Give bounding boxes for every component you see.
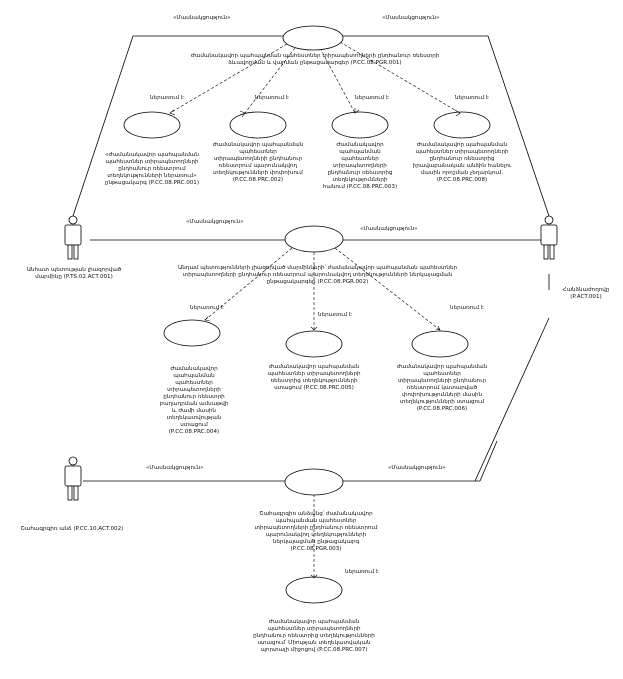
arrowhead bbox=[354, 108, 360, 114]
usecase-label-prc002: Ժամանակավոր պահպանման պահեստներ տիրապետո… bbox=[212, 142, 304, 183]
stereotype-label: «Մասնակցություն» bbox=[146, 465, 204, 471]
association-line bbox=[479, 440, 498, 482]
arrowhead bbox=[310, 326, 318, 331]
include-label: ներառում է bbox=[455, 95, 489, 101]
association-line bbox=[72, 35, 134, 217]
arrowhead bbox=[435, 325, 441, 331]
include-label: ներառում է bbox=[318, 312, 352, 318]
usecase-ellipse-prc005 bbox=[285, 330, 343, 358]
usecase-ellipse-prc007 bbox=[285, 576, 343, 604]
usecase-label-prc005: Ժամանակավոր պահպանման պահեստներ տիրապետո… bbox=[267, 364, 361, 391]
usecase-label-prc003: Ժամանակավոր պահպանման պահեստներ տիրապետո… bbox=[322, 142, 398, 190]
arrowhead bbox=[454, 109, 461, 117]
usecase-ellipse-prc008 bbox=[433, 111, 491, 139]
usecase-ellipse-prc002 bbox=[229, 111, 287, 139]
usecase-label-prc007: Ժամանակավոր պահպանման պահեստներ տիրապետո… bbox=[253, 619, 375, 653]
usecase-ellipse-top bbox=[282, 25, 344, 51]
include-label: ներառում է bbox=[150, 95, 184, 101]
actor-label-3: Շահագրգիռ անձ (P.CC.10.ACT.002) bbox=[20, 526, 124, 532]
usecase-label-prc008: Ժամանակավոր պահպանման պահեստներ տիրապետո… bbox=[412, 142, 512, 183]
association-line bbox=[487, 35, 550, 217]
usecase-label-prc001: «Ժամանակավոր պահպանման պահեստներ տիրապետ… bbox=[104, 152, 200, 186]
stereotype-label: «Մասնակցություն» bbox=[360, 226, 418, 232]
usecase-ellipse-bot bbox=[284, 468, 344, 496]
include-label: ներառում է bbox=[355, 95, 389, 101]
stereotype-label: «Մասնակցություն» bbox=[186, 219, 244, 225]
arrowhead bbox=[204, 316, 211, 322]
usecase-label-prc006: Ժամանակավոր պահպանման պահեստներ տիրապետո… bbox=[396, 364, 488, 412]
actor-figure-1 bbox=[64, 215, 82, 260]
stereotype-label: «Մասնակցություն» bbox=[382, 15, 440, 21]
association-line bbox=[474, 317, 550, 482]
include-label: ներառում է bbox=[255, 95, 289, 101]
arrowhead bbox=[239, 110, 246, 118]
include-label: ներառում է bbox=[345, 569, 379, 575]
include-line bbox=[169, 43, 288, 114]
include-line bbox=[319, 47, 356, 114]
usecase-ellipse-prc003 bbox=[331, 111, 389, 139]
usecase-ellipse-prc004 bbox=[163, 319, 221, 347]
usecase-ellipse-prc006 bbox=[411, 330, 469, 358]
actor-label-1: Անհատ պետության լիազորված մարմինը (P.TS.… bbox=[26, 267, 122, 280]
actor-label-2: Հանձնաժողովը (P.ACT.001) bbox=[562, 287, 610, 300]
include-line bbox=[339, 41, 461, 114]
usecase-ellipse-prc001 bbox=[123, 111, 181, 139]
arrowhead bbox=[310, 574, 318, 579]
usecase-label-top: Ժամանակավոր պահպանման պահեստներ տիրապետո… bbox=[190, 53, 440, 66]
usecase-label-mid: Անդամ պետությունների լիազորված մարմիններ… bbox=[177, 265, 458, 285]
usecase-label-prc004: Ժամանակավոր պահպանման պահեստներ տիրապետո… bbox=[159, 366, 229, 435]
stereotype-label: «Մասնակցություն» bbox=[388, 465, 446, 471]
usecase-label-bot: Շահագրգիռ անձանց՝ ժամանակավոր պահպանման … bbox=[254, 511, 378, 552]
include-label: ներառում է bbox=[450, 305, 484, 311]
include-label: ներառում է bbox=[190, 305, 224, 311]
include-line bbox=[204, 247, 293, 321]
arrowhead bbox=[169, 109, 176, 116]
usecase-ellipse-mid bbox=[284, 225, 344, 253]
include-line bbox=[334, 247, 441, 331]
stereotype-label: «Մասնակցություն» bbox=[173, 15, 231, 21]
actor-figure-2 bbox=[540, 215, 558, 260]
actor-figure-3 bbox=[64, 456, 82, 501]
include-line bbox=[244, 47, 296, 114]
